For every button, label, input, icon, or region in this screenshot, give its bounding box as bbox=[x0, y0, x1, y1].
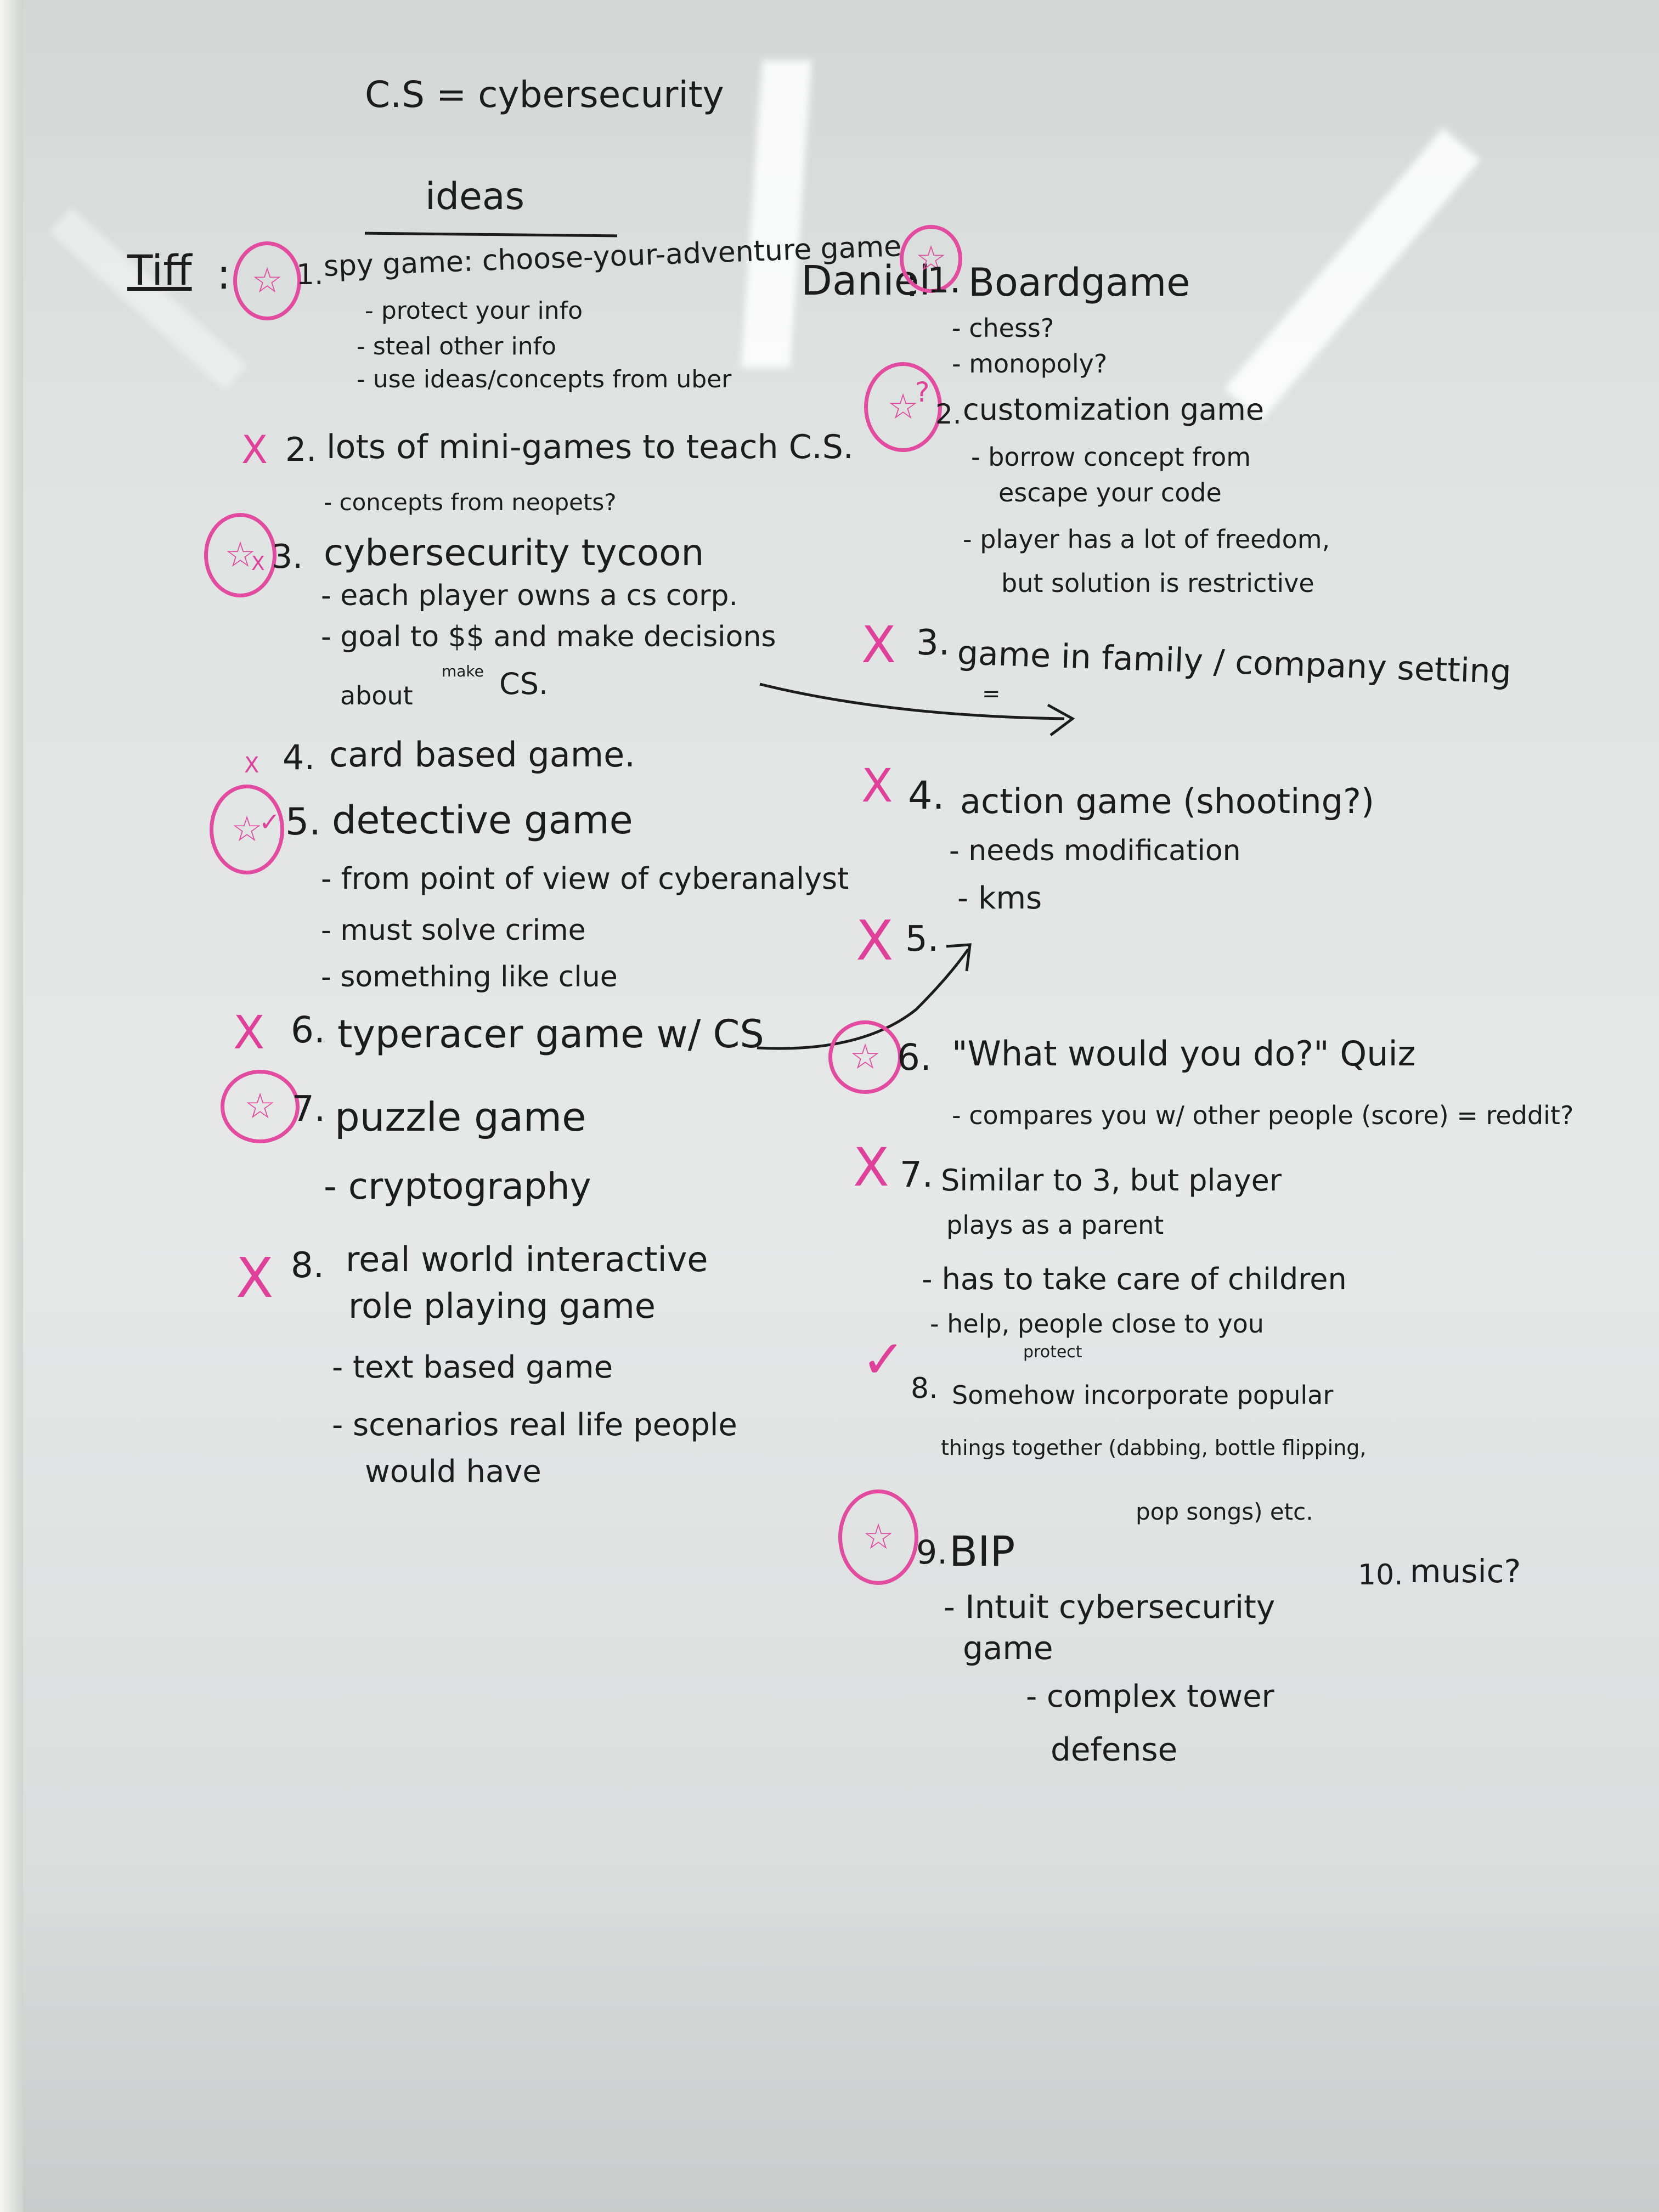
daniel-item-3-sub-1: = bbox=[982, 681, 1001, 707]
tiff-item-5-sub-3: - something like clue bbox=[321, 961, 618, 994]
x-mark-tiff-4: X bbox=[244, 753, 259, 778]
tiff-item-4-text: card based game. bbox=[329, 735, 635, 775]
star-circle-daniel-6: ☆ bbox=[828, 1020, 902, 1094]
daniel-item-9-sub-1: - Intuit cybersecurity bbox=[944, 1588, 1276, 1626]
tiff-item-2-number: 2. bbox=[285, 431, 317, 469]
check-mark-tiff-5: ✓ bbox=[259, 807, 280, 837]
daniel-item-1-text: Boardgame bbox=[968, 260, 1190, 305]
daniel-item-1-number: 1. bbox=[927, 261, 961, 301]
x-mark-daniel-5: X bbox=[856, 909, 894, 973]
daniel-item-6-text: "What would you do?" Quiz bbox=[952, 1034, 1416, 1074]
tiff-item-1-number: 1. bbox=[296, 258, 324, 291]
daniel-item-6-sub-1: - compares you w/ other people (score) =… bbox=[952, 1101, 1574, 1130]
ideas-heading: ideas bbox=[425, 175, 524, 218]
tiff-item-8-sub-1: - text based game bbox=[332, 1350, 613, 1385]
daniel-item-7-sub-1: - has to take care of children bbox=[922, 1262, 1347, 1296]
daniel-item-1-sub-1: - chess? bbox=[952, 313, 1054, 343]
arrow-tiff6-to-daniel5 bbox=[757, 943, 972, 1050]
daniel-item-4-sub-2: - kms bbox=[957, 881, 1042, 916]
tiff-label: Tiff bbox=[127, 246, 192, 295]
tiff-item-3-caret-note: make bbox=[442, 662, 484, 680]
board-title: C.S = cybersecurity bbox=[365, 74, 724, 116]
tiff-item-6-number: 6. bbox=[291, 1009, 325, 1051]
tiff-item-8-number: 8. bbox=[291, 1245, 325, 1286]
star-circle-daniel-2: ☆ bbox=[864, 362, 942, 452]
question-mark-daniel-2: ? bbox=[915, 376, 930, 408]
daniel-item-2-number: 2. bbox=[935, 398, 962, 430]
tiff-item-3-text: cybersecurity tycoon bbox=[324, 532, 704, 574]
tiff-item-5-sub-2: - must solve crime bbox=[321, 914, 586, 947]
whiteboard-frame-edge bbox=[0, 0, 23, 2212]
daniel-item-8-text-2: things together (dabbing, bottle flippin… bbox=[941, 1436, 1367, 1460]
star-circle-tiff-3: ☆ bbox=[204, 513, 276, 597]
heading-underline bbox=[364, 232, 618, 238]
tiff-item-6-text: typeracer game w/ CS bbox=[337, 1012, 764, 1057]
x-mark-tiff-3: X bbox=[251, 552, 265, 575]
daniel-item-4-text: action game (shooting?) bbox=[960, 781, 1375, 821]
tiff-item-5-sub-1: - from point of view of cyberanalyst bbox=[321, 861, 849, 896]
tiff-item-8-text-2: role playing game bbox=[348, 1286, 656, 1326]
tiff-item-2-text: lots of mini-games to teach C.S. bbox=[326, 428, 854, 466]
daniel-item-9-text: BIP bbox=[949, 1527, 1015, 1576]
tiff-item-1-sub-1: - protect your info bbox=[365, 297, 583, 325]
daniel-item-9-sub-4: defense bbox=[1051, 1731, 1178, 1768]
daniel-item-2-sub-1: - borrow concept from bbox=[971, 442, 1251, 472]
daniel-item-10-text: music? bbox=[1410, 1553, 1521, 1590]
daniel-item-7-sub-3: protect bbox=[1023, 1342, 1082, 1362]
arrow-tiff3-to-daniel3 bbox=[759, 682, 1075, 736]
check-mark-daniel-8: ✓ bbox=[861, 1329, 906, 1390]
daniel-item-2-sub-3: - player has a lot of freedom, bbox=[963, 524, 1330, 554]
daniel-item-2-text: customization game bbox=[963, 392, 1265, 427]
daniel-item-4-number: 4. bbox=[908, 773, 945, 818]
tiff-item-5-number: 5. bbox=[285, 800, 321, 844]
daniel-item-7-number: 7. bbox=[900, 1155, 934, 1195]
star-circle-tiff-1: ☆ bbox=[233, 241, 301, 320]
tiff-item-4-number: 4. bbox=[283, 737, 315, 777]
tiff-item-5-text: detective game bbox=[332, 798, 633, 843]
star-circle-tiff-5: ☆ bbox=[210, 785, 284, 874]
daniel-item-9-sub-2: game bbox=[963, 1629, 1053, 1667]
tiff-item-8-sub-3: would have bbox=[365, 1454, 541, 1489]
daniel-item-7-text-2: plays as a parent bbox=[946, 1210, 1164, 1240]
daniel-item-1-sub-2: - monopoly? bbox=[952, 349, 1108, 379]
x-mark-daniel-7: X bbox=[853, 1137, 889, 1198]
tiff-item-2-sub-1: - concepts from neopets? bbox=[324, 489, 617, 516]
tiff-item-7-text: puzzle game bbox=[335, 1094, 586, 1140]
daniel-item-8-text: Somehow incorporate popular bbox=[952, 1380, 1334, 1410]
tiff-colon: : bbox=[217, 250, 231, 298]
tiff-item-3-sub-4: CS. bbox=[499, 667, 549, 701]
tiff-item-3-number: 3. bbox=[272, 538, 303, 576]
tiff-item-3-sub-1: - each player owns a cs corp. bbox=[321, 579, 738, 612]
daniel-item-7-text: Similar to 3, but player bbox=[941, 1163, 1282, 1198]
daniel-item-9-number: 9. bbox=[916, 1533, 948, 1572]
tiff-item-1-sub-3: - use ideas/concepts from uber bbox=[357, 365, 732, 393]
star-circle-tiff-7: ☆ bbox=[221, 1070, 300, 1143]
x-mark-daniel-4: X bbox=[861, 759, 893, 812]
tiff-item-3-sub-2: - goal to $$ and make decisions bbox=[321, 620, 776, 653]
daniel-item-10-number: 10. bbox=[1358, 1559, 1403, 1592]
tiff-item-8-text: real world interactive bbox=[346, 1239, 708, 1279]
tiff-item-8-sub-2: - scenarios real life people bbox=[332, 1407, 737, 1443]
x-mark-tiff-6: X bbox=[233, 1006, 265, 1059]
daniel-item-7-sub-2: - help, people close to you bbox=[930, 1309, 1264, 1339]
daniel-item-2-sub-2: escape your code bbox=[998, 478, 1222, 507]
x-mark-tiff-8: X bbox=[236, 1246, 274, 1310]
star-circle-daniel-9: ☆ bbox=[838, 1489, 918, 1585]
daniel-item-4-sub-1: - needs modification bbox=[949, 834, 1241, 867]
tiff-item-7-number: 7. bbox=[292, 1089, 326, 1130]
daniel-item-8-number: 8. bbox=[911, 1372, 938, 1405]
tiff-item-7-sub-1: - cryptography bbox=[324, 1165, 591, 1207]
x-mark-daniel-3: X bbox=[861, 616, 896, 674]
daniel-item-9-sub-3: - complex tower bbox=[1026, 1679, 1274, 1714]
tiff-item-1-sub-2: - steal other info bbox=[357, 332, 557, 360]
daniel-item-3-number: 3. bbox=[916, 623, 950, 663]
tiff-item-3-sub-3: about bbox=[340, 681, 413, 710]
daniel-item-6-number: 6. bbox=[897, 1036, 932, 1079]
x-mark-tiff-2: X bbox=[241, 427, 268, 472]
daniel-item-2-sub-4: but solution is restrictive bbox=[1001, 568, 1314, 598]
daniel-item-8-text-3: pop songs) etc. bbox=[1136, 1498, 1313, 1525]
daniel-item-5-number: 5. bbox=[905, 919, 939, 960]
star-circle-daniel-1: ☆ bbox=[900, 225, 962, 293]
